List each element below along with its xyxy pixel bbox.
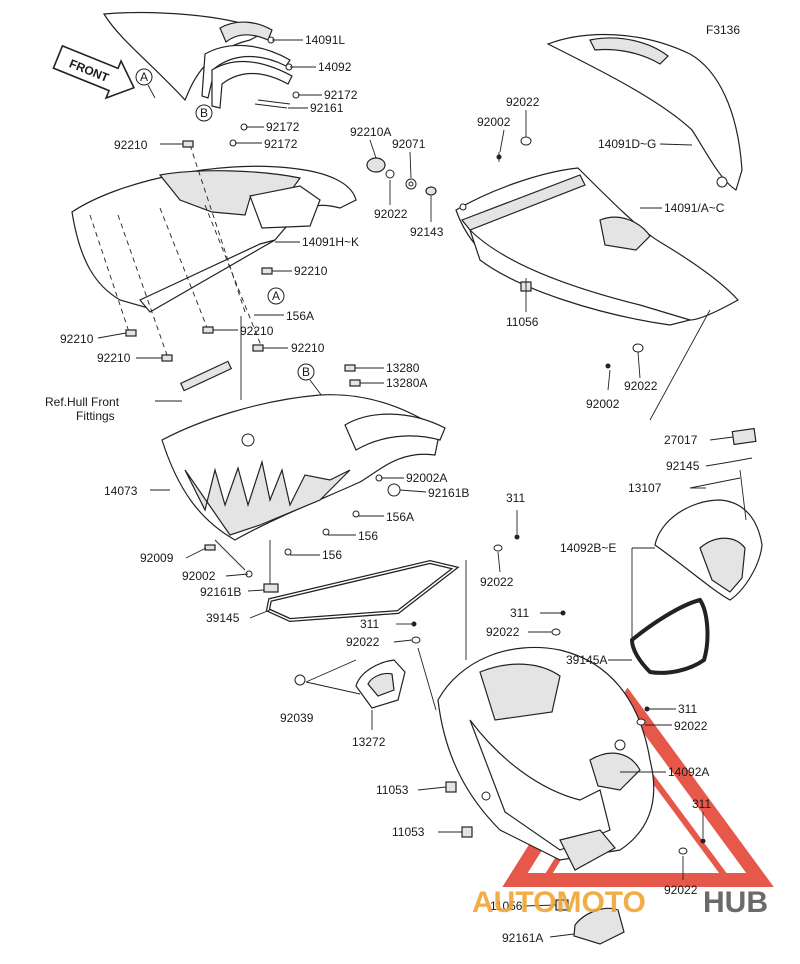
label-27017: 27017: [664, 433, 698, 447]
label-14091D-G: 14091D~G: [598, 137, 656, 151]
label-92143: 92143: [410, 225, 444, 239]
label-92210-a: 92210: [114, 138, 148, 152]
label-11053-b: 11053: [392, 825, 425, 839]
label-92039: 92039: [280, 711, 314, 725]
label-92210-c: 92210: [60, 332, 94, 346]
label-14073: 14073: [104, 484, 138, 498]
watermark-text-hub: HUB: [703, 886, 768, 919]
ref-note-line1: Ref.Hull Front: [45, 395, 120, 409]
label-14092: 14092: [318, 60, 352, 74]
callout-b-top: B: [195, 104, 213, 122]
label-92210A: 92210A: [350, 125, 391, 139]
label-39145A: 39145A: [566, 653, 607, 667]
label-156-b: 156: [322, 548, 342, 562]
label-14091L: 14091L: [305, 33, 345, 47]
label-14091-A-C: 14091/A~C: [664, 201, 725, 215]
label-92161B-a: 92161B: [428, 486, 469, 500]
label-92161B-b: 92161B: [200, 585, 241, 599]
label-92161: 92161: [310, 101, 344, 115]
label-92145: 92145: [666, 459, 700, 473]
watermark-wordmark: AUTOMOTO HUB: [472, 886, 768, 919]
front-arrow: FRONT: [52, 44, 136, 100]
svg-text:A: A: [140, 70, 148, 84]
label-311-c: 311: [360, 617, 379, 631]
label-14092B-E: 14092B~E: [560, 541, 616, 555]
label-92172-b: 92172: [266, 120, 300, 134]
top-fasteners: [229, 36, 300, 147]
figure-code: F3136: [706, 23, 740, 37]
seat-cover-top: [102, 11, 293, 109]
label-13107: 13107: [628, 481, 662, 495]
top-cover-large: [71, 165, 357, 313]
label-92022-d: 92022: [480, 575, 514, 589]
label-39145: 39145: [206, 611, 240, 625]
ref-note-line2: Fittings: [76, 409, 115, 423]
right-cover: [629, 309, 763, 675]
label-156A-b: 156A: [386, 510, 414, 524]
callout-a-top: A: [135, 68, 156, 99]
label-11056-a: 11056: [506, 315, 539, 329]
label-92022-b: 92022: [506, 95, 540, 109]
watermark-text-automoto: AUTOMOTO: [472, 886, 646, 919]
label-92002-c: 92002: [586, 397, 620, 411]
front-deck: [437, 646, 655, 945]
right-hardware: [366, 136, 532, 196]
label-311-e: 311: [692, 797, 711, 811]
label-92002-a: 92002: [182, 569, 216, 583]
label-13280A: 13280A: [386, 376, 427, 390]
label-13280: 13280: [386, 361, 420, 375]
front-arrow-icon: [52, 44, 136, 100]
svg-text:A: A: [272, 289, 280, 303]
label-156-a: 156: [358, 529, 378, 543]
label-311-a: 311: [506, 491, 525, 505]
side-panel-rear: [546, 33, 743, 191]
label-92022-g: 92022: [674, 719, 708, 733]
label-311-d: 311: [678, 702, 697, 716]
label-92161A: 92161A: [502, 931, 543, 945]
label-92172-c: 92172: [264, 137, 298, 151]
label-11053-a: 11053: [376, 783, 409, 797]
label-311-b: 311: [510, 606, 529, 620]
guide-lines: [89, 144, 263, 359]
part-labels: 14091L 14092 92172 92161 92172 92172 922…: [45, 33, 725, 945]
label-92210-b: 92210: [294, 264, 328, 278]
callout-a-mid: A: [267, 287, 285, 305]
label-11056-b: 11056: [490, 899, 523, 913]
inner-deck: [161, 360, 446, 593]
label-92210-f: 92210: [291, 341, 325, 355]
label-92002-b: 92002: [477, 115, 511, 129]
svg-text:B: B: [200, 106, 208, 120]
svg-text:B: B: [302, 365, 310, 379]
label-92009: 92009: [140, 551, 174, 565]
label-92172-a: 92172: [324, 88, 358, 102]
side-panel-main: [455, 167, 739, 369]
label-13272: 13272: [352, 735, 386, 749]
label-92071: 92071: [392, 137, 426, 151]
label-92022-h: 92022: [664, 883, 698, 897]
label-92022-c: 92022: [624, 379, 658, 393]
label-156A-a: 156A: [286, 309, 314, 323]
label-92210-d: 92210: [97, 351, 131, 365]
gasket-39145: [265, 559, 460, 623]
label-92210-e: 92210: [240, 324, 274, 338]
label-14092A: 14092A: [668, 765, 709, 779]
leader-lines: [97, 39, 734, 938]
label-92022-a: 92022: [374, 207, 408, 221]
front-hardware: [411, 534, 706, 855]
label-92002A: 92002A: [406, 471, 447, 485]
label-92022-f: 92022: [346, 635, 380, 649]
label-92022-e: 92022: [486, 625, 520, 639]
plate-13272: [294, 659, 406, 730]
label-14091H-K: 14091H~K: [302, 235, 359, 249]
